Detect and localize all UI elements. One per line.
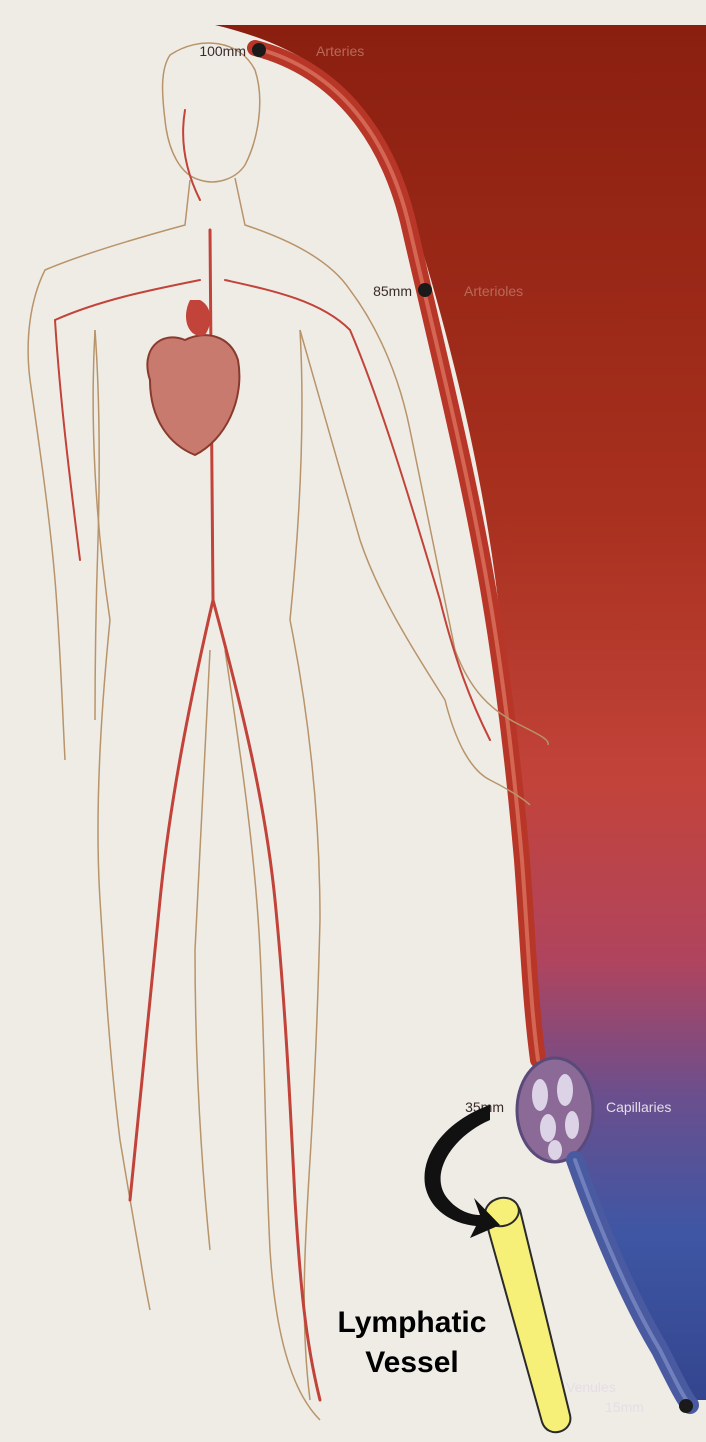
- capillary-bed: [517, 1058, 593, 1162]
- arterioles-label: Arterioles: [464, 283, 523, 299]
- arteries-label: Arteries: [316, 43, 364, 59]
- venules-marker-dot: [679, 1399, 693, 1413]
- lymphatic-label-line2: Vessel: [365, 1346, 458, 1379]
- blood-pressure-gradient-panel: [215, 25, 706, 1400]
- arteries-pressure-label: 100mm: [199, 43, 246, 59]
- venules-pressure-label: 15mm: [605, 1399, 644, 1415]
- curved-arrow-icon: [424, 1105, 500, 1238]
- lymphatic-vessel: [482, 1194, 570, 1432]
- arterioles-marker-dot: [418, 283, 432, 297]
- lymphatic-label-line1: Lymphatic: [338, 1306, 487, 1339]
- arterioles-pressure-label: 85mm: [373, 283, 412, 299]
- capillaries-label: Capillaries: [606, 1099, 671, 1115]
- arteries-marker-dot: [252, 43, 266, 57]
- venules-label: Venules: [566, 1379, 616, 1395]
- heart: [147, 300, 239, 455]
